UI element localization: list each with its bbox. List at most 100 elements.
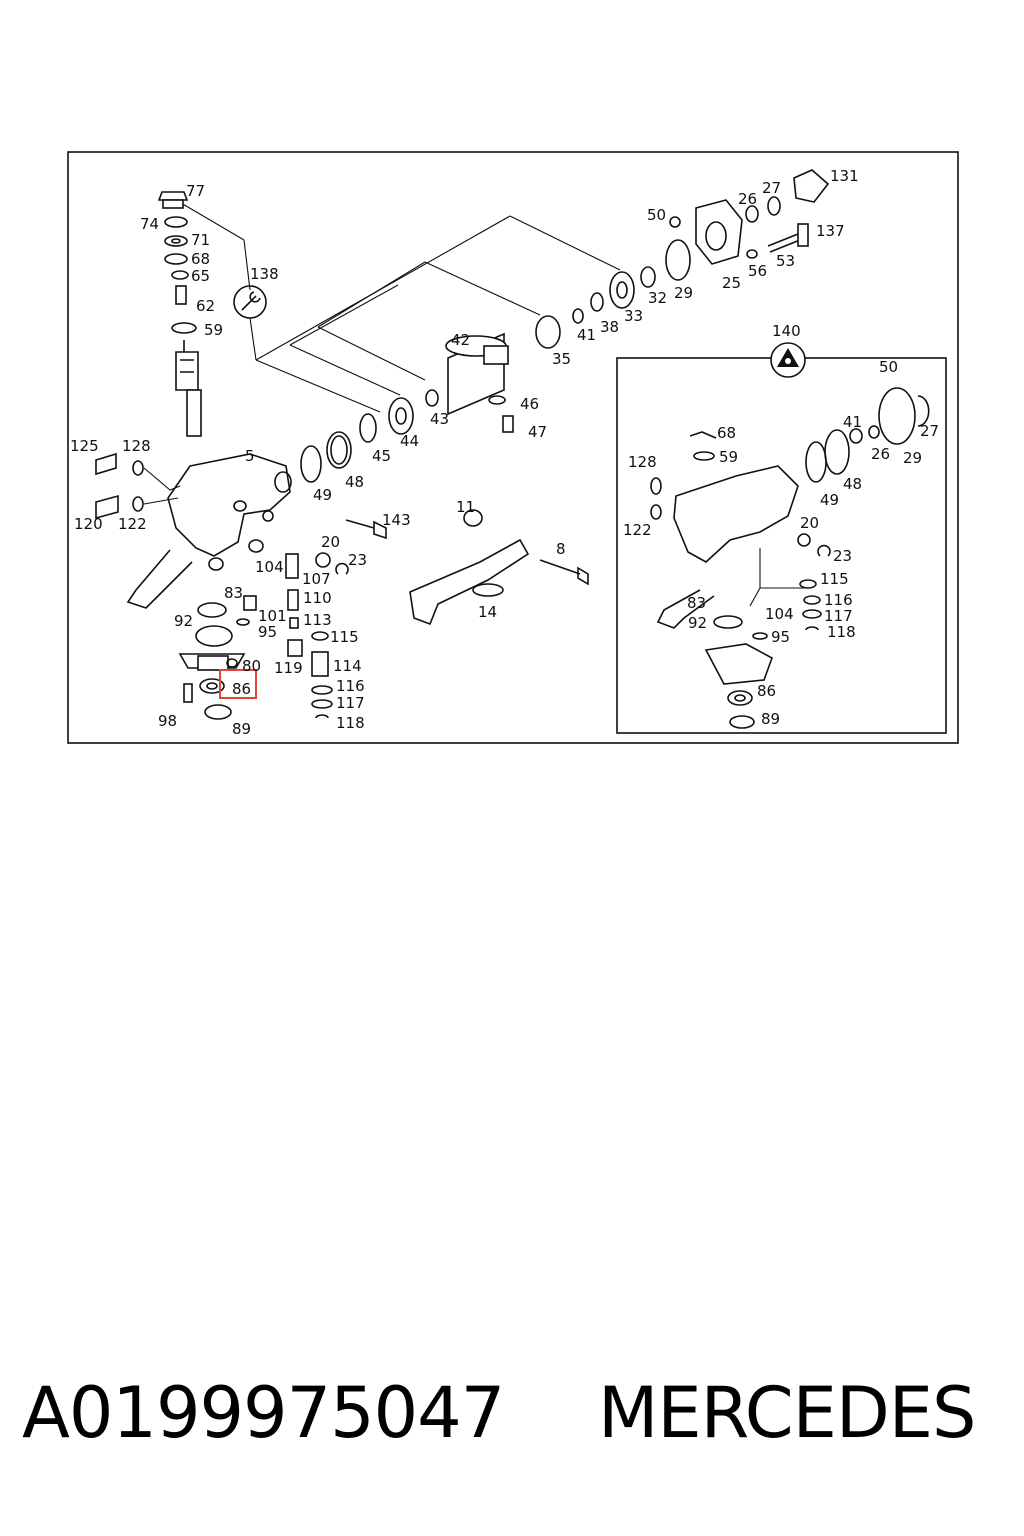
callout-77: 77 (186, 182, 205, 200)
lower-left-components (178, 552, 349, 720)
callout-46: 46 (520, 395, 539, 413)
callout-68: 68 (191, 250, 210, 268)
callout-48: 48 (345, 473, 364, 491)
main-shaft-components (359, 169, 830, 443)
callout-104: 104 (255, 558, 284, 576)
callout-38: 38 (600, 318, 619, 336)
callout-122: 122 (118, 515, 147, 533)
callout-119: 119 (274, 659, 303, 677)
inset-callout-27: 27 (920, 422, 939, 440)
inset-callout-59: 59 (719, 448, 738, 466)
callout-92: 92 (174, 612, 193, 630)
callout-26: 26 (738, 190, 757, 208)
callout-5: 5 (245, 447, 255, 465)
inset-frame (616, 357, 947, 734)
wrench-tool-badge-138 (233, 285, 267, 319)
inset-callout-23: 23 (833, 547, 852, 565)
inset-callout-92: 92 (688, 614, 707, 632)
callout-74: 74 (140, 215, 159, 233)
exploded-parts-diagram: 77 74 71 68 65 62 59 138 50 26 27 131 13… (67, 151, 959, 744)
brand-name: MERCEDES (598, 1372, 976, 1454)
callout-98: 98 (158, 712, 177, 730)
inset-callout-140: 140 (772, 322, 801, 340)
inset-callout-115: 115 (820, 570, 849, 588)
tool-badge-140 (770, 342, 806, 378)
inset-callout-49: 49 (820, 491, 839, 509)
callout-labels: 77 74 71 68 65 62 59 138 50 26 27 131 13… (70, 167, 939, 738)
callout-43: 43 (430, 410, 449, 428)
callout-120: 120 (74, 515, 103, 533)
callout-116: 116 (336, 677, 365, 695)
part-number: A0199975047 (22, 1372, 505, 1454)
callout-113: 113 (303, 611, 332, 629)
inset-callout-68: 68 (717, 424, 736, 442)
callout-128: 128 (122, 437, 151, 455)
steering-gear-housing (95, 452, 387, 609)
callout-8: 8 (556, 540, 566, 558)
callout-62: 62 (196, 297, 215, 315)
callout-45: 45 (372, 447, 391, 465)
callout-65: 65 (191, 267, 210, 285)
callout-59: 59 (204, 321, 223, 339)
inset-callout-95: 95 (771, 628, 790, 646)
callout-44: 44 (400, 432, 419, 450)
callout-42: 42 (451, 331, 470, 349)
callout-11: 11 (456, 498, 475, 516)
callout-25: 25 (722, 274, 741, 292)
callout-56: 56 (748, 262, 767, 280)
callout-32: 32 (648, 289, 667, 307)
callout-86-highlighted: 86 (232, 680, 251, 698)
inset-callout-26: 26 (871, 445, 890, 463)
inset-callout-83: 83 (687, 594, 706, 612)
top-left-fastener-stack (157, 191, 202, 437)
inset-callout-86: 86 (757, 682, 776, 700)
callout-95: 95 (258, 623, 277, 641)
callout-29: 29 (674, 284, 693, 302)
callout-27: 27 (762, 179, 781, 197)
callout-110: 110 (303, 589, 332, 607)
inset-components (650, 387, 930, 729)
inset-callout-117: 117 (824, 607, 853, 625)
callout-83: 83 (224, 584, 243, 602)
callout-49: 49 (313, 486, 332, 504)
callout-117: 117 (336, 694, 365, 712)
inset-callout-29: 29 (903, 449, 922, 467)
callout-114: 114 (333, 657, 362, 675)
inset-callout-20: 20 (800, 514, 819, 532)
callout-89: 89 (232, 720, 251, 738)
inset-callout-48: 48 (843, 475, 862, 493)
callout-131: 131 (830, 167, 859, 185)
callout-143: 143 (382, 511, 411, 529)
callout-20: 20 (321, 533, 340, 551)
seal-rings-left (300, 431, 352, 483)
callout-137: 137 (816, 222, 845, 240)
callout-125: 125 (70, 437, 99, 455)
callout-35: 35 (552, 350, 571, 368)
product-caption: A0199975047 MERCEDES (0, 1372, 1024, 1482)
inset-callout-122: 122 (623, 521, 652, 539)
callout-107: 107 (302, 570, 331, 588)
callout-71: 71 (191, 231, 210, 249)
inset-callout-41: 41 (843, 413, 862, 431)
callout-101: 101 (258, 607, 287, 625)
callout-33: 33 (624, 307, 643, 325)
callout-53: 53 (776, 252, 795, 270)
pitman-arm (409, 509, 589, 626)
highlight-box-86 (219, 669, 257, 699)
callout-138: 138 (250, 265, 279, 283)
inset-callout-128: 128 (628, 453, 657, 471)
callout-115: 115 (330, 628, 359, 646)
callout-41: 41 (577, 326, 596, 344)
inset-callout-89: 89 (761, 710, 780, 728)
callout-47: 47 (528, 423, 547, 441)
callout-80: 80 (242, 657, 261, 675)
callout-14: 14 (478, 603, 497, 621)
explode-guide-lines (175, 199, 621, 413)
callout-23: 23 (348, 551, 367, 569)
inset-callout-118: 118 (827, 623, 856, 641)
inset-callout-104: 104 (765, 605, 794, 623)
inset-callout-50: 50 (879, 358, 898, 376)
callout-118: 118 (336, 714, 365, 732)
inset-callout-116: 116 (824, 591, 853, 609)
callout-50: 50 (647, 206, 666, 224)
